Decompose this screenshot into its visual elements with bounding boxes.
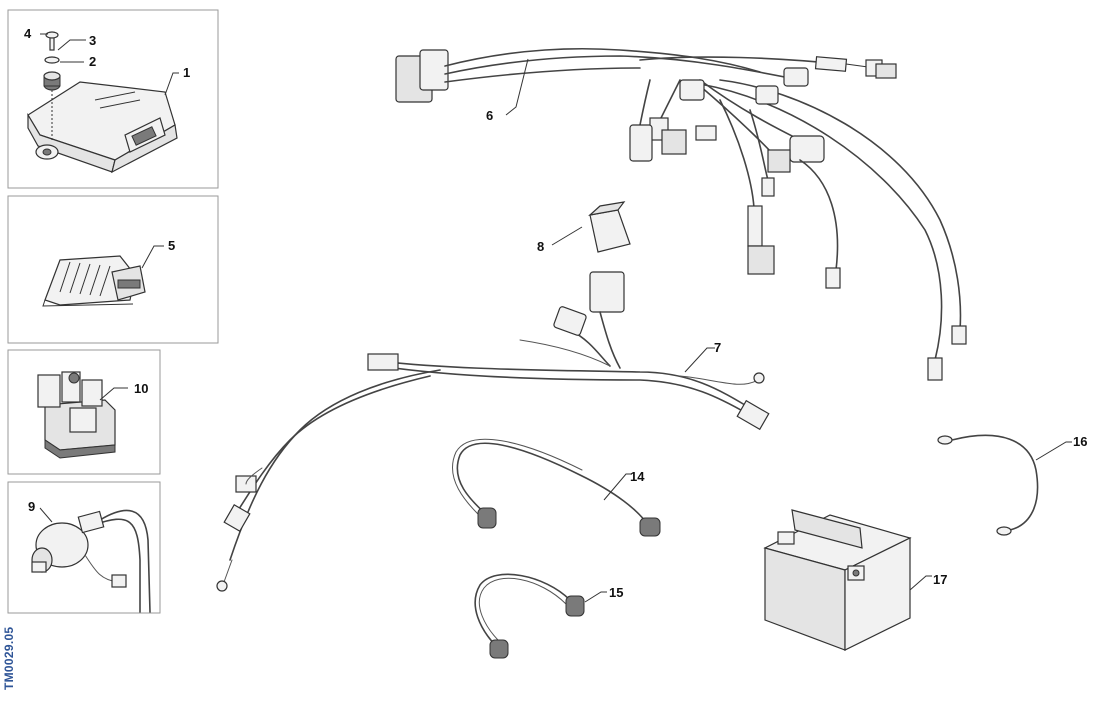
drawing-reference-code: TM0029.05 bbox=[2, 626, 16, 690]
panel-regulator bbox=[7, 195, 219, 344]
callout-10: 10 bbox=[134, 381, 148, 396]
callout-15: 15 bbox=[609, 585, 623, 600]
callout-6: 6 bbox=[486, 108, 493, 123]
callout-5: 5 bbox=[168, 238, 175, 253]
panel-ecu bbox=[7, 9, 219, 189]
callout-16: 16 bbox=[1073, 434, 1087, 449]
panel-ignition-coil bbox=[7, 481, 161, 614]
callout-9: 9 bbox=[28, 499, 35, 514]
panel-starter-relay bbox=[7, 349, 161, 475]
callout-3: 3 bbox=[89, 33, 96, 48]
cable-15-drawing bbox=[474, 573, 585, 659]
callout-1: 1 bbox=[183, 65, 190, 80]
rubber-cap-drawing bbox=[588, 201, 631, 253]
secondary-wiring-harness-drawing bbox=[216, 271, 770, 592]
cable-16-drawing bbox=[937, 434, 1039, 536]
starter-relay-drawing bbox=[37, 371, 116, 459]
callout-2: 2 bbox=[89, 54, 96, 69]
cable-14-drawing bbox=[451, 438, 661, 537]
callout-14: 14 bbox=[630, 469, 645, 484]
callout-8: 8 bbox=[537, 239, 544, 254]
main-wiring-harness-drawing bbox=[395, 47, 967, 381]
callout-17: 17 bbox=[933, 572, 947, 587]
ecu-unit-drawing bbox=[27, 81, 178, 174]
voltage-regulator-drawing bbox=[42, 255, 146, 307]
battery-drawing bbox=[763, 509, 912, 651]
ignition-coil-drawing bbox=[31, 509, 151, 613]
callout-4: 4 bbox=[24, 26, 32, 41]
callout-7: 7 bbox=[714, 340, 721, 355]
grommet-washer-screw-drawing bbox=[43, 31, 61, 140]
